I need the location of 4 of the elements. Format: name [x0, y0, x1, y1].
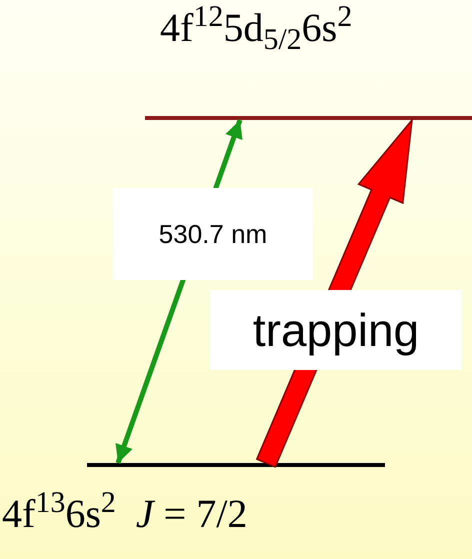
level-label: 4f$^{13}$6s$^{2}$ J = 7/2	[2, 494, 248, 534]
edge-label: 530.7 nm	[113, 188, 313, 280]
edge-label: trapping	[210, 290, 462, 370]
level-label: 4f$^{12}$5d$_{5/2}$6s$^{2}$	[160, 8, 352, 48]
